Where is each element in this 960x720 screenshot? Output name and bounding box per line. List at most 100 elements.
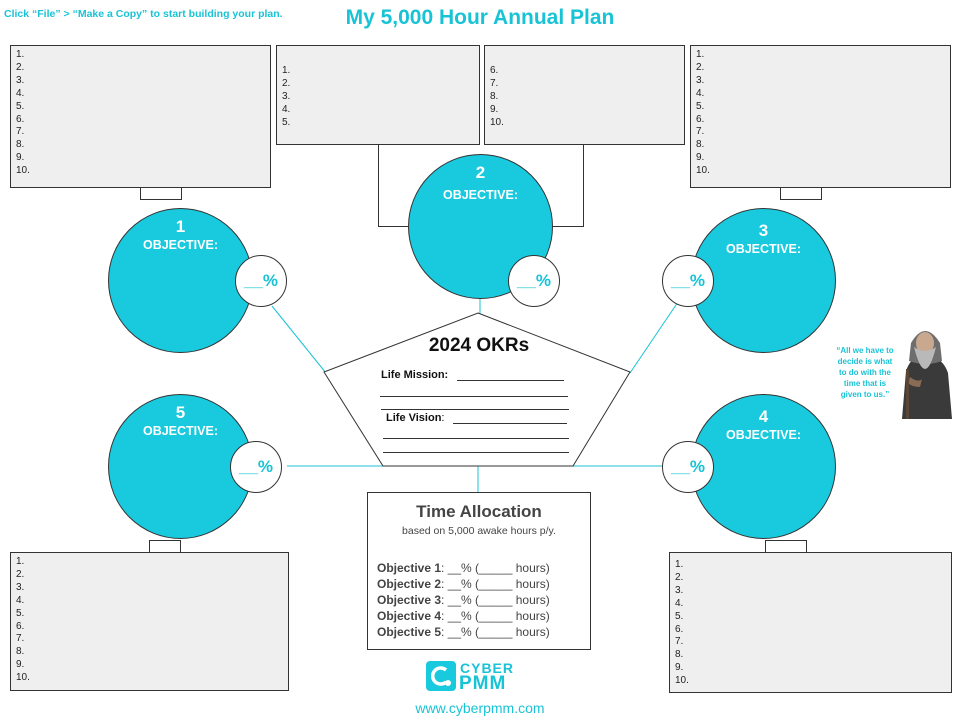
row-value: : __% (_____ hours) <box>441 561 550 575</box>
time-allocation-row-2[interactable]: Objective 2: __% (_____ hours) <box>377 577 550 591</box>
percent-field-3[interactable]: __% <box>662 255 714 307</box>
kr-item: 4. <box>16 87 25 99</box>
kr-item: 3. <box>16 74 25 86</box>
objective-circle-4[interactable]: 4 OBJECTIVE: <box>691 394 836 539</box>
quote-text: “All we have to decide is what to do wit… <box>836 346 894 399</box>
okr-pentagon <box>323 312 631 467</box>
logo-wordmark-top: CYBER <box>460 660 515 676</box>
kr-item: 10. <box>16 165 30 177</box>
connector-3 <box>780 188 822 200</box>
objective-circle-1[interactable]: 1 OBJECTIVE: <box>108 208 253 353</box>
kr-item: 9. <box>16 152 25 164</box>
kr-item: 5. <box>696 100 705 112</box>
row-label: Objective 2 <box>377 577 442 591</box>
life-vision-field-line[interactable] <box>383 452 569 453</box>
kr-item: 6. <box>16 113 25 125</box>
cyberpmm-logo-icon <box>426 661 456 691</box>
time-allocation-title: Time Allocation <box>416 502 542 521</box>
row-label: Objective 5 <box>377 625 442 639</box>
logo-wordmark-bottom: PMM <box>459 673 507 694</box>
kr-item: 9. <box>675 662 684 674</box>
row-label: Objective 1 <box>377 561 442 575</box>
objective-label: OBJECTIVE: <box>142 238 218 252</box>
kr-item: 7. <box>490 77 499 89</box>
life-mission-field-line[interactable] <box>381 409 569 410</box>
row-value: : __% (_____ hours) <box>441 593 550 607</box>
kr-item: 5. <box>282 116 291 128</box>
key-results-box-2a[interactable]: 1. 2. 3. 4. 5. <box>276 45 480 145</box>
objective-number: 2 <box>475 163 486 182</box>
life-mission-field[interactable] <box>457 380 564 381</box>
kr-item: 10. <box>675 675 689 687</box>
life-vision-field[interactable] <box>453 423 567 424</box>
kr-item: 4. <box>282 103 291 115</box>
key-results-box-5[interactable]: 1. 2. 3. 4. 5. 6. 7. 8. 9. 10. <box>10 552 289 691</box>
row-label: Objective 3 <box>377 593 442 607</box>
objective-label: OBJECTIVE: <box>442 188 518 202</box>
time-allocation-row-5[interactable]: Objective 5: __% (_____ hours) <box>377 625 550 639</box>
objective-number: 5 <box>175 403 186 422</box>
percent-field-5[interactable]: __% <box>230 441 282 493</box>
row-value: : __% (_____ hours) <box>441 625 550 639</box>
kr-item: 9. <box>490 103 499 115</box>
kr-item: 6. <box>675 623 684 635</box>
kr-item: 2. <box>16 61 25 73</box>
connector-1 <box>140 188 182 200</box>
kr-item: 3. <box>675 584 684 596</box>
kr-item: 4. <box>696 87 705 99</box>
life-mission-label: Life Mission: <box>381 369 449 381</box>
kr-item: 2. <box>696 61 705 73</box>
percent-field-4[interactable]: __% <box>662 441 714 493</box>
website-link[interactable]: www.cyberpmm.com <box>415 700 545 716</box>
kr-item: 4. <box>16 594 25 606</box>
time-allocation-subtitle: based on 5,000 awake hours p/y. <box>402 525 556 537</box>
kr-item: 10. <box>16 672 30 684</box>
key-results-box-4[interactable]: 1. 2. 3. 4. 5. 6. 7. 8. 9. 10. <box>669 552 952 693</box>
kr-item: 2. <box>16 568 25 580</box>
percent-field-2[interactable]: __% <box>508 255 560 307</box>
kr-item: 8. <box>490 90 499 102</box>
objective-number: 1 <box>175 217 186 236</box>
life-mission-field-line[interactable] <box>380 396 568 397</box>
kr-item: 3. <box>16 581 25 593</box>
wizard-portrait-icon <box>896 321 954 419</box>
key-results-box-3[interactable]: 1. 2. 3. 4. 5. 6. 7. 8. 9. 10. <box>690 45 951 188</box>
kr-item: 6. <box>696 113 705 125</box>
objective-circle-3[interactable]: 3 OBJECTIVE: <box>691 208 836 353</box>
kr-item: 3. <box>282 90 291 102</box>
kr-item: 8. <box>696 139 705 151</box>
kr-item: 10. <box>490 116 504 128</box>
kr-item: 7. <box>16 126 25 138</box>
objective-number: 3 <box>758 221 769 240</box>
kr-item: 1. <box>16 49 25 60</box>
time-allocation-row-4[interactable]: Objective 4: __% (_____ hours) <box>377 609 550 623</box>
kr-item: 3. <box>696 74 705 86</box>
page-title: My 5,000 Hour Annual Plan <box>345 6 615 29</box>
percent-field-1[interactable]: __% <box>235 255 287 307</box>
connector-5 <box>149 540 181 552</box>
kr-item: 1. <box>675 559 684 570</box>
kr-item: 9. <box>16 659 25 671</box>
key-results-box-1[interactable]: 1. 2. 3. 4. 5. 6. 7. 8. 9. 10. <box>10 45 271 188</box>
key-results-box-2b[interactable]: 6. 7. 8. 9. 10. <box>484 45 685 145</box>
life-vision-label-text: Life Vision <box>386 412 442 424</box>
kr-item: 7. <box>675 636 684 648</box>
kr-item: 1. <box>16 556 25 567</box>
kr-item: 2. <box>282 77 291 89</box>
kr-item: 8. <box>675 649 684 661</box>
row-label: Objective 4 <box>377 609 442 623</box>
kr-item: 4. <box>675 597 684 609</box>
kr-item: 8. <box>16 646 25 658</box>
time-allocation-row-1[interactable]: Objective 1: __% (_____ hours) <box>377 561 550 575</box>
objective-label: OBJECTIVE: <box>725 242 801 256</box>
kr-item: 10. <box>696 165 710 177</box>
life-vision-label: Life Vision: <box>386 412 445 424</box>
kr-item: 6. <box>16 620 25 632</box>
kr-item: 8. <box>16 139 25 151</box>
objective-circle-5[interactable]: 5 OBJECTIVE: <box>108 394 253 539</box>
time-allocation-row-3[interactable]: Objective 3: __% (_____ hours) <box>377 593 550 607</box>
objective-number: 4 <box>758 407 769 426</box>
life-vision-field-line[interactable] <box>383 438 569 439</box>
row-value: : __% (_____ hours) <box>441 577 550 591</box>
